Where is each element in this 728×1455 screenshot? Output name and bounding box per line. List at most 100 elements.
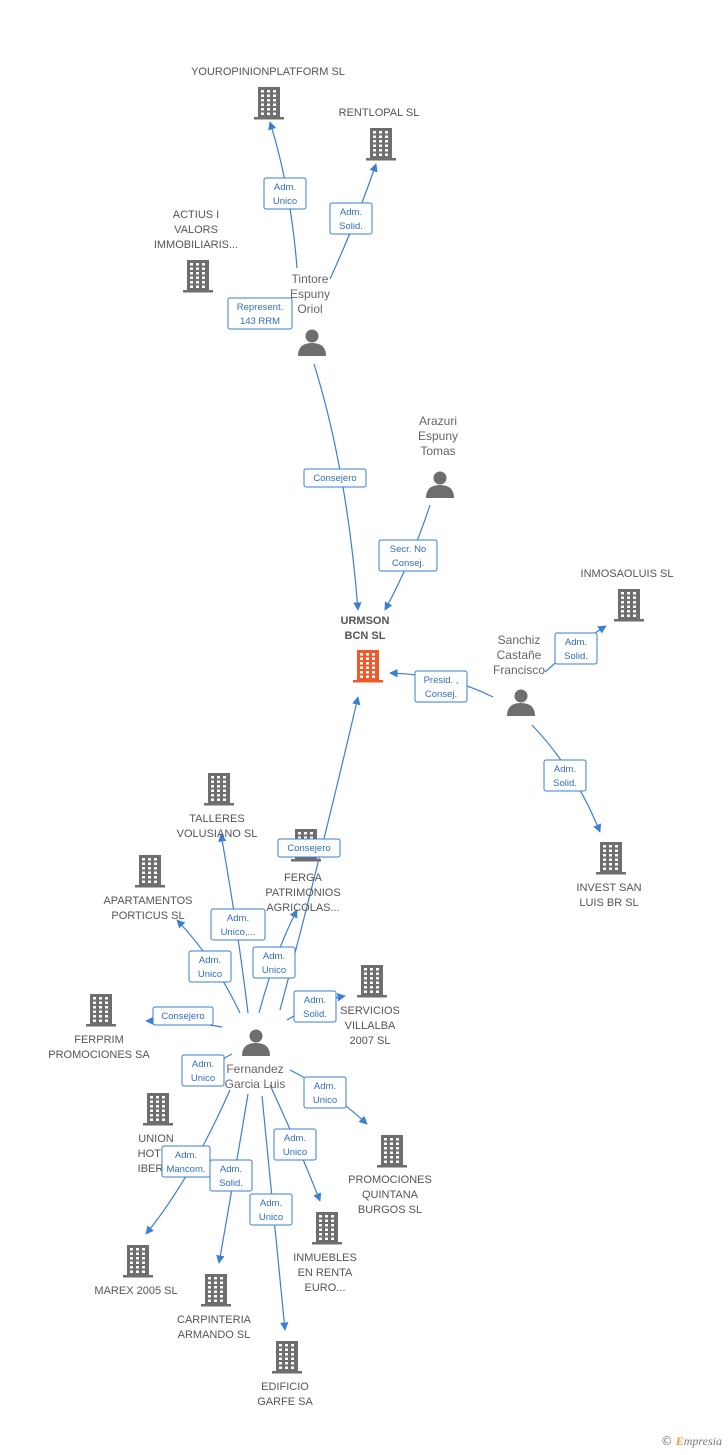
edge-label-fernandez-to-edificio[interactable]: Adm.Unico [249,1193,293,1226]
edge-label-fernandez-to-apartamentos[interactable]: Adm.Unico [188,950,232,983]
brand-name: mpresia [683,1434,722,1448]
edge-label-text: Consejero [161,1011,204,1022]
node-label: Francisco [493,663,545,677]
edge-label-fernandez-to-marex[interactable]: Adm. Mancom. [161,1145,211,1178]
edge-label-text: Adm. [565,637,587,648]
node-label: INMUEBLES [293,1252,357,1264]
edge-label-text: Adm. [175,1150,197,1161]
person-icon [298,329,326,356]
node-label: QUINTANA [362,1189,419,1201]
edge-label-tintore-to-yourop[interactable]: Adm. Unico [263,177,307,210]
edge-label-fernandez-to-promociones[interactable]: Adm.Unico [303,1076,347,1109]
node-carpinteria[interactable]: CARPINTERIA ARMANDO SL [177,1274,252,1341]
node-label: VILLALBA [345,1020,396,1032]
edge-label-fernandez-to-inmuebles[interactable]: Adm.Unico [273,1128,317,1161]
edge-label-text: Consej. [392,558,424,569]
edge-label-tintore-to-rentlopal[interactable]: Adm. Solid. [329,202,373,235]
edge-label-fernandez-to-servicios[interactable]: Adm.Solid. [293,990,337,1023]
building-icon [596,842,626,875]
node-actius[interactable]: ACTIUS IVALORSIMMOBILIARIS... [154,209,238,293]
edge-label-fernandez-to-carpinteria[interactable]: Adm.Solid. [209,1159,253,1192]
edges-layer [145,121,607,1331]
building-icon [123,1245,153,1278]
building-icon [201,1274,231,1307]
edge-label-text: Consejero [287,843,330,854]
node-label: Castañe [497,648,542,662]
node-label: Arazuri [419,414,457,428]
edge-label-text: Adm. [192,1059,214,1070]
edge-label-text: Unico [313,1095,337,1106]
edge-label-sanchiz-to-urmson[interactable]: Presid. , Consej. [414,670,468,703]
node-label: VOLUSIANO SL [177,828,258,840]
node-yourop[interactable]: YOUROPINIONPLATFORM SL [191,66,345,120]
edge-label-text: Mancom. [166,1164,205,1175]
person-icon [242,1029,270,1056]
node-marex[interactable]: MAREX 2005 SL [94,1245,178,1297]
edge-label-fernandez-to-ferprim[interactable]: Consejero [152,1006,214,1026]
edge-label-sanchiz-to-inmosaoluis[interactable]: Adm. Solid. [554,632,598,665]
edge-label-text: Unico [273,196,297,207]
node-label: FERPRIM [74,1034,124,1046]
node-label: EN RENTA [298,1267,353,1279]
node-label: MAREX 2005 SL [94,1285,177,1297]
building-icon [204,773,234,806]
node-label: Fernandez [226,1062,283,1076]
node-label: Garcia Luis [225,1077,286,1091]
node-label: UNION [138,1133,174,1145]
edge-label-text: Adm. [220,1164,242,1175]
node-label: AGRICOLAS... [266,902,339,914]
node-label: LUIS BR SL [579,897,638,909]
node-label: TALLERES [189,813,244,825]
edge-label-text: Unico [259,1212,283,1223]
edge-label-fernandez-to-union[interactable]: Adm. Unico [181,1054,225,1087]
edge-label-fernandez-to-talleres[interactable]: Adm.Unico,... [210,908,266,941]
node-rentlopal[interactable]: RENTLOPAL SL [339,107,420,161]
building-icon [377,1135,407,1168]
edge-label-fernandez-to-urmson[interactable]: Consejero [277,838,341,858]
node-label: CARPINTERIA [177,1314,252,1326]
building-icon [357,965,387,998]
edge-label-text: Unico [198,969,222,980]
edge-label-text: Solid. [303,1009,327,1020]
edge-label-tintore-to-urmson[interactable]: Consejero [303,468,367,488]
edge-label-text: Solid. [553,778,577,789]
edge-label-text: Unico [191,1073,215,1084]
node-inmosaoluis[interactable]: INMOSAOLUIS SL [581,568,674,622]
main-company-building-icon [353,650,383,683]
edge-label-text: Adm. [340,207,362,218]
edge-label-sanchiz-to-investsan[interactable]: Adm.Solid. [543,759,587,792]
edge-label-text: Adm. [274,182,296,193]
node-label: EDIFICIO [261,1381,309,1393]
edge-label-fernandez-to-ferga[interactable]: Adm.Unico [252,946,296,979]
building-icon [143,1093,173,1126]
node-talleres[interactable]: TALLERES VOLUSIANO SL [177,773,258,840]
edge-label-text: Unico [262,965,286,976]
edge-label-text: Consej. [425,689,457,700]
edge-label-text: Solid. [564,651,588,662]
node-label: Espuny [418,429,458,443]
edge-label-text: Presid. , [424,675,459,686]
edge-label-text: Adm. [227,913,249,924]
building-icon [183,260,213,293]
building-icon [254,87,284,120]
empresia-footer[interactable]: © Empresia [661,1434,722,1449]
edge-label-text: Solid. [339,221,363,232]
node-label: ARMANDO SL [178,1329,251,1341]
node-label: YOUROPINIONPLATFORM SL [191,66,345,78]
edge-label-tintore-to-actius[interactable]: Represent.143 RRM [227,297,293,330]
brand-initial: E [675,1434,684,1448]
node-label: URMSON [341,615,390,627]
